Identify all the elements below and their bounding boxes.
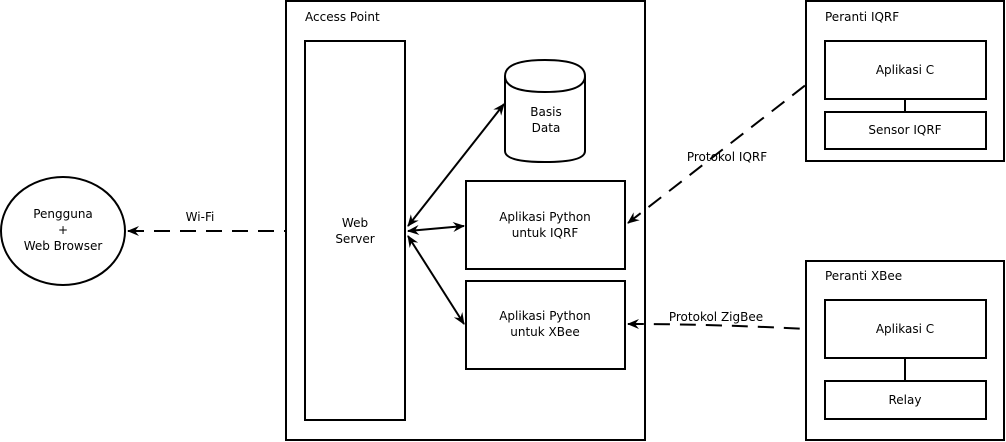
xbee-device-title: Peranti XBee (825, 269, 902, 283)
xbee-relay-label: Relay (889, 393, 922, 407)
iqrf-device-container: Peranti IQRF Aplikasi C Sensor IQRF (805, 0, 1005, 162)
xbee-app-label: Aplikasi C (876, 322, 934, 336)
python-iqrf-box (465, 180, 626, 270)
zigbee-protocol-label: Protokol ZigBee (669, 310, 763, 324)
wifi-label: Wi-Fi (186, 210, 215, 224)
iqrf-app-box (824, 40, 987, 100)
iqrf-app-label: Aplikasi C (876, 63, 934, 77)
xbee-app-box (824, 299, 987, 359)
database-label-line2: Data (532, 121, 561, 135)
webserver-database-arrow (407, 103, 505, 227)
python-xbee-label-line1: Aplikasi Python (499, 309, 591, 323)
user-ellipse (0, 176, 126, 286)
database-cylinder (504, 58, 586, 164)
iqrf-sensor-label: Sensor IQRF (868, 123, 941, 137)
database-label-line1: Basis (530, 105, 561, 119)
python-xbee-box (465, 280, 626, 370)
python-iqrf-label-line1: Aplikasi Python (499, 210, 591, 224)
web-server-label-line2: Server (335, 232, 374, 246)
database-cylinder-top (504, 75, 586, 94)
python-iqrf-label-line2: untuk IQRF (512, 226, 579, 240)
iqrf-protocol-label: Protokol IQRF (687, 150, 767, 164)
access-point-title: Access Point (305, 10, 380, 24)
python-xbee-label-line2: untuk XBee (510, 325, 580, 339)
web-server-box (304, 40, 406, 421)
user-label-line3: Web Browser (24, 239, 103, 253)
zigbee-protocol-connection (627, 319, 825, 335)
user-label-line2: + (58, 223, 68, 237)
xbee-device-container: Peranti XBee Aplikasi C Relay (805, 260, 1005, 441)
xbee-relay-box (824, 380, 987, 420)
web-server-label-line1: Web (342, 216, 368, 230)
user-label-line1: Pengguna (33, 207, 93, 221)
iqrf-protocol-connection (627, 69, 826, 224)
access-point-container: Access Point Web Server Basis Data Aplik… (285, 0, 646, 441)
user-node: Pengguna + Web Browser (0, 176, 126, 286)
webserver-python-iqrf-arrow (407, 221, 465, 236)
iqrf-sensor-box (824, 111, 987, 150)
webserver-python-xbee-arrow (407, 235, 465, 325)
iqrf-device-title: Peranti IQRF (825, 10, 899, 24)
database-node: Basis Data (504, 58, 586, 164)
